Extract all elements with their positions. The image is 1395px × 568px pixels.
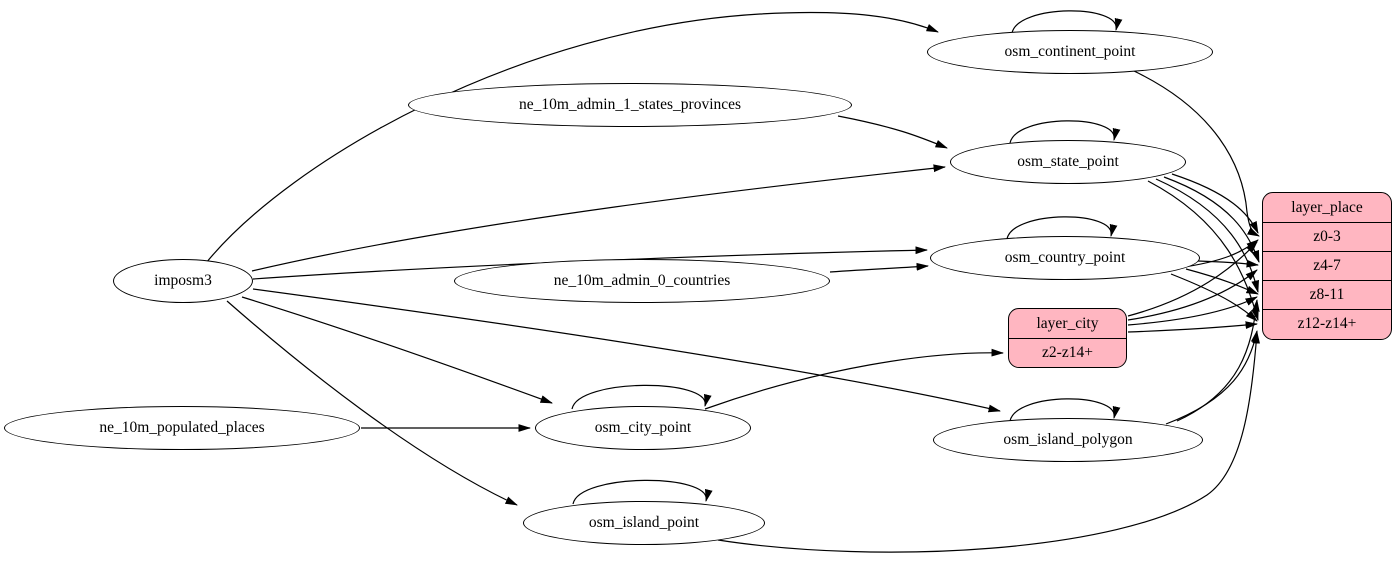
record-title: layer_place: [1291, 198, 1363, 216]
edge-ne1states-state: [837, 115, 948, 149]
node-osm-island-polygon: osm_island_polygon: [933, 418, 1203, 462]
edge-islandpolygon-z8: [1176, 299, 1260, 422]
node-osm-country-point: osm_country_point: [930, 236, 1200, 280]
edge-layercity-z8: [1127, 296, 1258, 326]
node-label: osm_city_point: [594, 419, 692, 437]
node-ne-10m-populated-places: ne_10m_populated_places: [4, 406, 360, 450]
edge-imposm3-city: [241, 296, 553, 404]
edge-layercity-z4: [1127, 269, 1258, 321]
edge-layercity-z0: [1127, 241, 1258, 317]
selfloop-country: [1006, 216, 1118, 240]
record-row-z4-7: z4-7: [1263, 250, 1391, 280]
edge-country-z4: [1197, 259, 1259, 268]
record-title: layer_city: [1036, 314, 1099, 332]
node-label: osm_continent_point: [1004, 43, 1136, 61]
node-ne-10m-admin-0-countries: ne_10m_admin_0_countries: [454, 259, 830, 303]
edge-imposm3-state: [251, 164, 946, 272]
node-osm-continent-point: osm_continent_point: [927, 30, 1213, 74]
node-label: osm_state_point: [1017, 153, 1119, 171]
edge-imposm3-island-point: [226, 300, 518, 506]
node-label: osm_island_point: [588, 514, 700, 532]
node-label: ne_10m_admin_0_countries: [553, 272, 731, 290]
node-label: osm_island_polygon: [1003, 431, 1133, 449]
edge-imposm3-continent: [205, 11, 939, 264]
node-osm-state-point: osm_state_point: [950, 140, 1186, 184]
record-row-z12-z14: z12-z14+: [1263, 308, 1391, 338]
edge-country-z12: [1170, 273, 1258, 322]
selfloop-city: [571, 384, 712, 410]
node-label: imposm3: [154, 272, 212, 290]
edge-country-z8: [1185, 268, 1259, 295]
node-osm-city-point: osm_city_point: [535, 406, 751, 450]
edge-layercity-z12: [1127, 321, 1258, 333]
edge-islandpolygon-z12: [1165, 330, 1259, 425]
node-label: ne_10m_admin_1_states_provinces: [518, 96, 742, 114]
edge-ne0countries-country: [829, 262, 929, 273]
selfloop-island-point: [572, 479, 713, 505]
edge-imposm3-island-polygon: [252, 288, 1001, 413]
edge-state-z0: [1171, 173, 1259, 234]
node-layer-place: layer_place z0-3 z4-7 z8-11 z12-z14+: [1262, 192, 1392, 340]
edge-islandpoint-z12: [717, 331, 1261, 553]
node-imposm3: imposm3: [113, 259, 253, 303]
edge-city-layercity: [704, 348, 1004, 410]
node-ne-10m-admin-1-states-provinces: ne_10m_admin_1_states_provinces: [408, 83, 852, 127]
selfloop-continent: [1011, 10, 1123, 34]
node-osm-island-point: osm_island_point: [523, 501, 765, 545]
record-row-z2-z14: z2-z14+: [1009, 338, 1126, 367]
record-row-z0-3: z0-3: [1263, 221, 1391, 251]
record-row-z8-11: z8-11: [1263, 279, 1391, 309]
selfloop-island-polygon: [1009, 398, 1121, 422]
node-layer-city: layer_city z2-z14+: [1008, 308, 1127, 368]
selfloop-state: [1009, 120, 1121, 144]
node-label: osm_country_point: [1004, 249, 1126, 267]
node-label: ne_10m_populated_places: [99, 419, 265, 437]
